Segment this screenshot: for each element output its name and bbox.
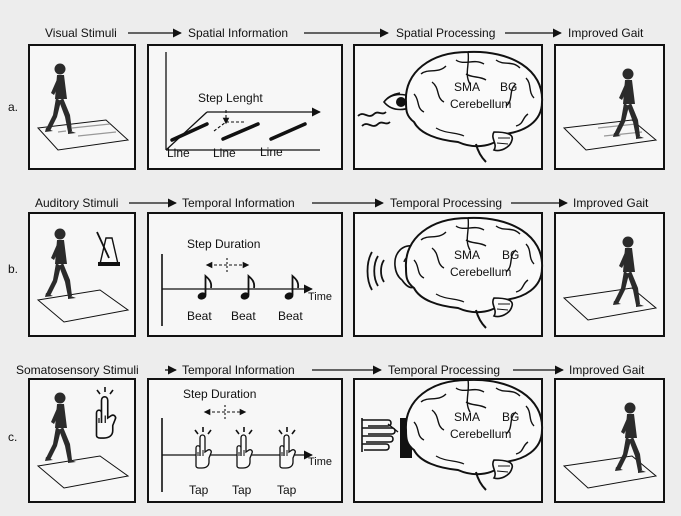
row-label-a: a. — [8, 100, 19, 114]
row-label-c: c. — [8, 430, 18, 444]
stimulus-header-c: Somatosensory Stimuli — [16, 363, 139, 377]
outcome-header-a: Improved Gait — [568, 26, 644, 40]
improved-gait-scene-b — [562, 236, 658, 321]
stimulus-header-b: Auditory Stimuli — [35, 196, 119, 210]
metronome-icon — [96, 231, 120, 266]
stimulus-panel-b — [28, 212, 136, 337]
tap-label: Tap — [189, 483, 209, 497]
beat-label: Beat — [231, 309, 256, 323]
visual-stimulus-scene — [36, 63, 130, 151]
information-header-b: Temporal Information — [182, 196, 295, 210]
tap-marks-icon — [235, 426, 253, 435]
hand-icon — [236, 434, 253, 469]
brain-label-cerebellum: Cerebellum — [450, 427, 511, 441]
step-duration-caption: Step Duration — [183, 387, 256, 401]
beat-label: Beat — [187, 309, 212, 323]
tap-marks-icon — [278, 426, 296, 435]
brain-label-sma: SMA — [454, 410, 480, 424]
stimulus-header-a: Visual Stimuli — [45, 26, 117, 40]
brain-label-sma: SMA — [454, 80, 480, 94]
spatial-information-art: Step Lenght Line Line Line — [165, 52, 321, 160]
information-header-a: Spatial Information — [188, 26, 289, 40]
auditory-stimulus-scene — [36, 228, 130, 323]
brain-label-cerebellum: Cerebellum — [450, 97, 511, 111]
outcome-header-c: Improved Gait — [569, 363, 645, 377]
beat-label: Beat — [278, 309, 303, 323]
sound-waves-icon — [366, 251, 385, 291]
brain-label-bg: BG — [502, 410, 519, 424]
brain-label-bg: BG — [502, 248, 519, 262]
spatial-processing-art: SMA BG Cerebellum — [357, 50, 544, 163]
hand-touch-icon — [361, 418, 399, 452]
processing-header-a: Spatial Processing — [396, 26, 496, 40]
tap-marks-icon — [194, 426, 212, 435]
information-panel-b — [147, 212, 343, 337]
line-label: Line — [260, 145, 283, 159]
auditory-processing-art: SMA BG Cerebellum — [366, 216, 544, 329]
hand-icon — [95, 395, 117, 439]
stimulus-panel-c — [28, 378, 136, 503]
line-label: Line — [167, 146, 190, 160]
improved-gait-scene-a — [562, 68, 658, 151]
brain-label-sma: SMA — [454, 248, 480, 262]
stimulus-panel-a — [28, 44, 136, 170]
visual-waves-icon — [357, 111, 391, 127]
information-panel-a — [147, 44, 343, 170]
somatosensory-processing-art: SMA BG Cerebellum — [361, 378, 544, 491]
brain-label-cerebellum: Cerebellum — [450, 265, 511, 279]
somatosensory-stimulus-scene — [36, 386, 130, 489]
outcome-panel-c — [554, 378, 665, 503]
hand-icon — [279, 434, 296, 469]
time-axis-label: Time — [308, 456, 332, 468]
tap-marks-icon — [96, 386, 114, 395]
hand-icon — [195, 434, 212, 469]
processing-header-b: Temporal Processing — [390, 196, 503, 210]
improved-gait-scene-c — [562, 402, 658, 489]
step-length-caption: Step Lenght — [198, 91, 263, 105]
processing-header-c: Temporal Processing — [388, 363, 501, 377]
row-label-b: b. — [8, 262, 19, 276]
line-label: Line — [213, 146, 236, 160]
header-arrows — [128, 28, 568, 375]
tap-label: Tap — [232, 483, 252, 497]
step-duration-caption: Step Duration — [187, 237, 260, 251]
tap-label: Tap — [277, 483, 297, 497]
brain-label-bg: BG — [500, 80, 517, 94]
time-axis-label: Time — [308, 291, 332, 303]
outcome-panel-a — [554, 44, 665, 170]
information-header-c: Temporal Information — [182, 363, 295, 377]
tap-information-art: Step Duration Time Tap Tap Tap — [161, 387, 332, 497]
beat-information-art: Step Duration Time Beat Beat Beat — [161, 237, 332, 326]
outcome-header-b: Improved Gait — [573, 196, 649, 210]
